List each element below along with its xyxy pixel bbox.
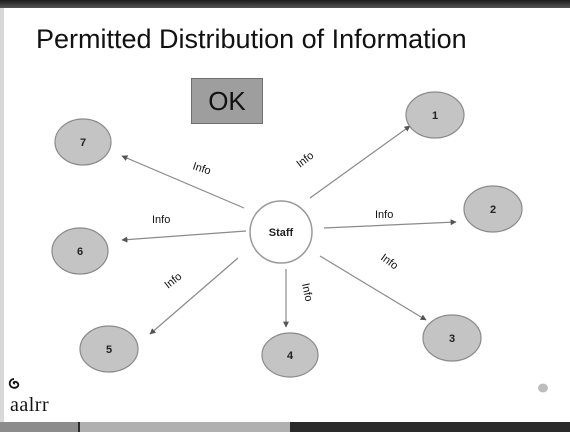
bottom-border [0,422,570,432]
arrow-to-7 [121,155,245,209]
node-4-label: 4 [287,350,294,362]
top-border [0,0,570,8]
arrow-to-5 [149,257,239,335]
node-5-label: 5 [106,344,112,356]
edge-label-2: Info [375,209,393,221]
node-7-label: 7 [80,137,86,149]
node-1 [405,91,465,139]
bottom-border-segment [80,422,290,432]
node-6-label: 6 [77,246,83,258]
staff-label: Staff [269,227,294,239]
arrow-to-1 [309,125,411,199]
aalrr-logo: aalrr [10,394,50,416]
node-3-label: 3 [449,333,455,345]
arrow-to-3 [319,255,427,321]
left-border [0,8,4,422]
node-3 [422,314,482,362]
arrow-to-6 [121,230,247,243]
node-7 [54,118,112,166]
node-1-label: 1 [432,110,438,122]
bottom-border-segment [0,422,78,432]
edge-label-1: Info [294,150,316,171]
edge-label-3: Info [378,252,400,272]
corner-emblem-icon [538,383,548,393]
node-4 [261,332,319,378]
staff-node [249,200,313,264]
node-2 [463,185,523,233]
node-5 [79,325,139,373]
logo-mark-icon [8,378,20,389]
slide-title: Permitted Distribution of Information [36,24,467,54]
node-6 [51,227,109,275]
arrow-to-2 [323,219,457,229]
ok-badge: OK [191,78,263,124]
edge-label-5: Info [162,271,184,292]
edge-label-4: Info [299,282,315,302]
edge-label-6: Info [152,214,170,226]
edge-label-7: Info [191,160,212,177]
node-2-label: 2 [490,204,496,216]
